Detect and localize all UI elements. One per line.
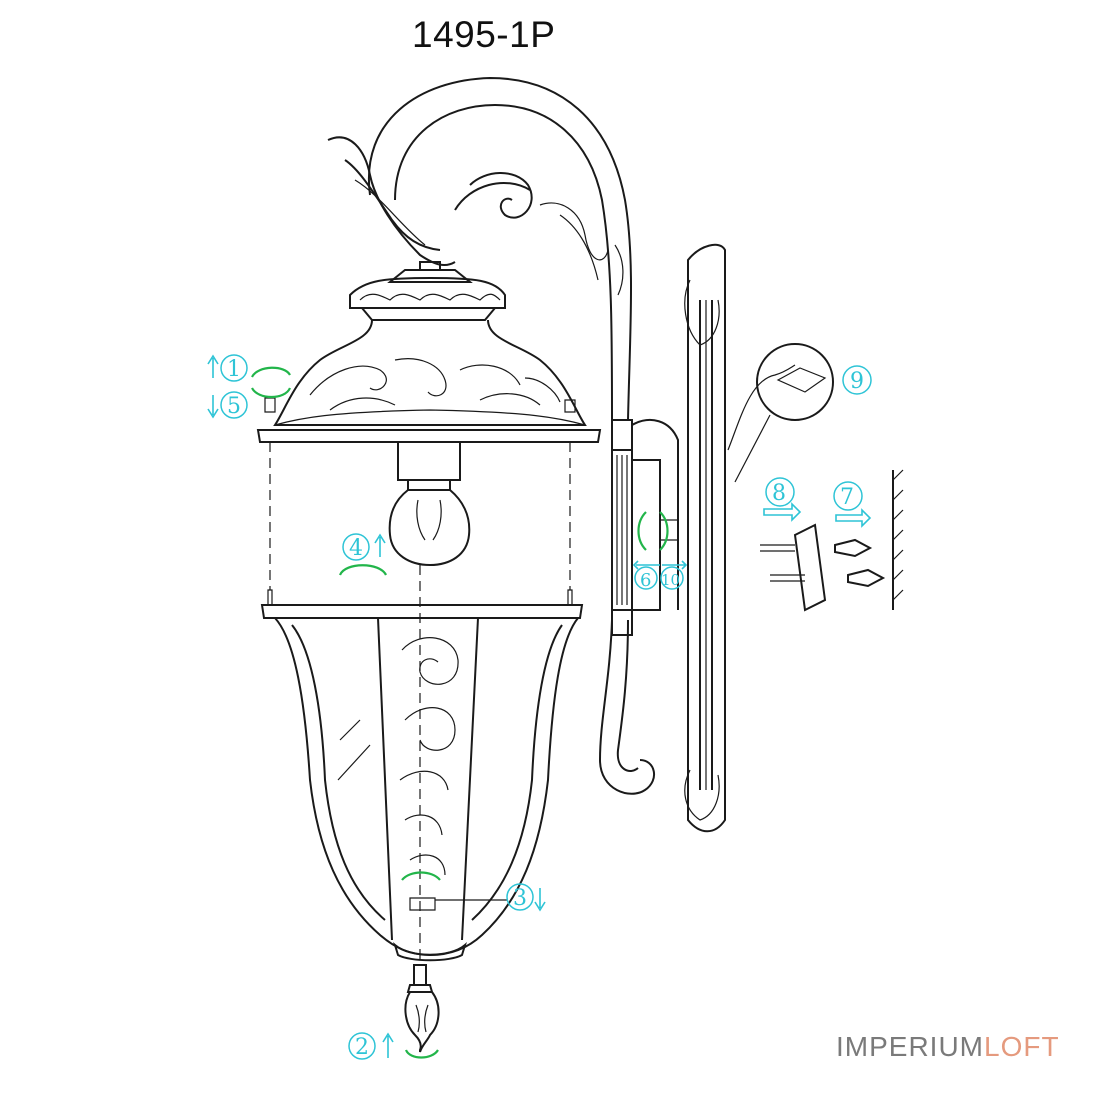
watermark-part2: LOFT	[984, 1031, 1060, 1062]
alignment-lines	[269, 442, 571, 960]
step-3-label: 3	[513, 886, 527, 911]
step-1-label: 1	[227, 357, 241, 382]
step-9-marker: 9	[842, 365, 872, 395]
watermark-part1: IMPERIUM	[836, 1031, 984, 1062]
mounting-hardware	[760, 469, 904, 612]
step-4-marker: 4	[338, 533, 387, 576]
step-5-label: 5	[227, 394, 241, 419]
diagram-title: 1495-1P	[412, 14, 556, 55]
step-7-label: 7	[840, 485, 854, 510]
wire-connector	[727, 343, 834, 483]
step-6-label: 6	[640, 570, 651, 591]
step-8-marker: 8	[763, 477, 802, 522]
bulb-socket	[388, 442, 471, 567]
lamp-canopy	[256, 319, 602, 443]
bottom-finial	[404, 964, 440, 1053]
step-10-label: 10	[661, 571, 680, 589]
step-5-marker: 5	[207, 387, 292, 419]
lower-arm-curl	[598, 619, 655, 795]
wall-backplate	[684, 243, 726, 833]
step-2-label: 2	[355, 1035, 369, 1060]
lamp-crown	[349, 269, 506, 321]
watermark-logo: IMPERIUMLOFT	[836, 1031, 1060, 1063]
step-1-marker: 1	[207, 354, 291, 382]
arm-connector	[611, 419, 679, 636]
step-2-marker: 2	[348, 1032, 439, 1060]
step-9-label: 9	[850, 369, 864, 394]
step-4-label: 4	[349, 536, 363, 561]
lantern-body	[260, 589, 584, 962]
lamp-arm	[327, 76, 633, 421]
step-3-marker: 3	[401, 871, 546, 912]
step-8-label: 8	[772, 481, 786, 506]
step-7-marker: 7	[833, 481, 872, 528]
step-6-10-marker: 6 10	[632, 511, 688, 591]
